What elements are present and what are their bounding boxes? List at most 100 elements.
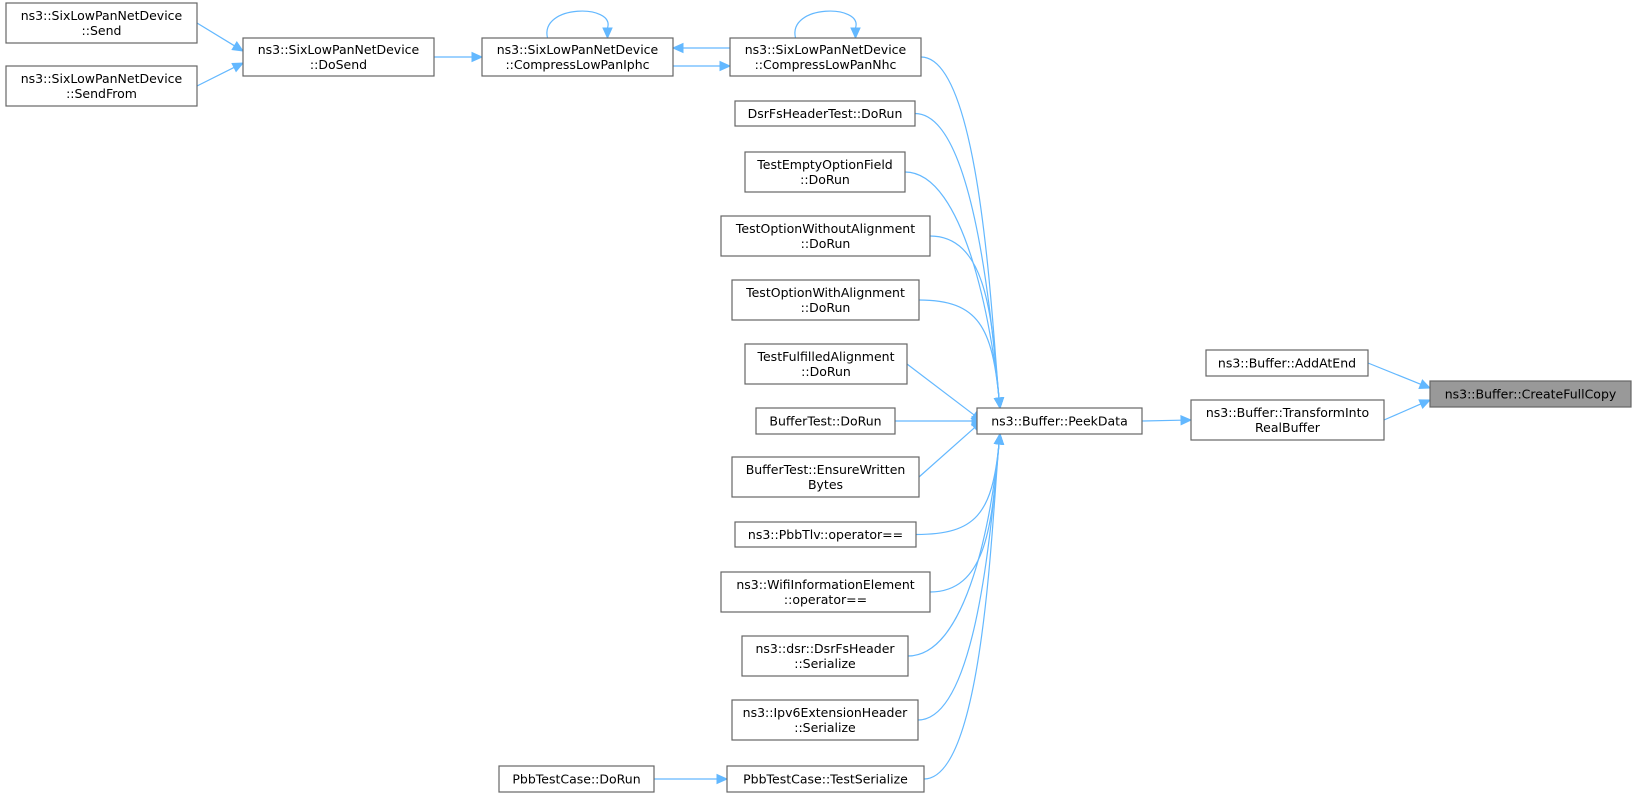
node-label-line: ns3::Buffer::CreateFullCopy xyxy=(1445,387,1617,402)
node-box xyxy=(5,2,198,44)
edge-nhc-to-iphc xyxy=(671,42,730,54)
node-iphc[interactable]: ns3::SixLowPanNetDevice::CompressLowPanI… xyxy=(481,37,674,77)
node-pbbser[interactable]: PbbTestCase::TestSerialize xyxy=(726,765,925,793)
node-label-line: ::Send xyxy=(82,23,122,38)
node-label-line: ns3::SixLowPanNetDevice xyxy=(21,71,183,86)
node-box xyxy=(734,100,916,127)
node-box xyxy=(5,65,198,107)
arrowhead xyxy=(471,51,484,63)
arrowhead xyxy=(850,27,861,40)
node-box xyxy=(741,635,909,677)
node-label-line: ::DoSend xyxy=(310,57,367,72)
node-createfullcopy[interactable]: ns3::Buffer::CreateFullCopy xyxy=(1429,380,1632,408)
node-label-line: ns3::SixLowPanNetDevice xyxy=(21,8,183,23)
node-label-line: ::Serialize xyxy=(794,720,856,735)
node-label-line: ns3::Buffer::TransformInto xyxy=(1206,405,1369,420)
arrowhead xyxy=(1418,379,1432,389)
node-pbbdorun[interactable]: PbbTestCase::DoRun xyxy=(498,765,655,793)
node-box xyxy=(498,765,655,793)
node-label-line: ::CompressLowPanNhc xyxy=(755,57,897,72)
node-label-line: ::SendFrom xyxy=(66,86,137,101)
node-addatend[interactable]: ns3::Buffer::AddAtEnd xyxy=(1205,349,1369,377)
node-label-line: BufferTest::EnsureWritten xyxy=(746,462,906,477)
node-box xyxy=(726,765,925,793)
edge-pbbser-to-peek xyxy=(923,432,1005,780)
node-label-line: ns3::Buffer::AddAtEnd xyxy=(1218,356,1356,371)
node-optwithout[interactable]: TestOptionWithoutAlignment::DoRun xyxy=(720,215,931,257)
edge-transform-to-createfullcopy xyxy=(1383,399,1432,421)
node-sendfrom[interactable]: ns3::SixLowPanNetDevice::SendFrom xyxy=(5,65,198,107)
node-dosend[interactable]: ns3::SixLowPanNetDevice::DoSend xyxy=(242,37,435,77)
node-box xyxy=(976,407,1143,435)
node-box xyxy=(729,37,922,77)
node-box xyxy=(744,343,908,385)
node-label-line: TestOptionWithAlignment xyxy=(745,285,905,300)
arrowhead xyxy=(719,60,732,72)
node-label-line: TestOptionWithoutAlignment xyxy=(735,221,915,236)
edge-iphc-to-iphc xyxy=(546,10,613,40)
node-nhc[interactable]: ns3::SixLowPanNetDevice::CompressLowPanN… xyxy=(729,37,922,77)
node-label-line: DsrFsHeaderTest::DoRun xyxy=(748,106,903,121)
node-send[interactable]: ns3::SixLowPanNetDevice::Send xyxy=(5,2,198,44)
node-box xyxy=(481,37,674,77)
node-ipv6ser[interactable]: ns3::Ipv6ExtensionHeader::Serialize xyxy=(731,699,919,741)
node-wifiie[interactable]: ns3::WifiInformationElement::operator== xyxy=(720,571,931,613)
node-box xyxy=(720,571,931,613)
edge-fulfilled-to-peek xyxy=(906,363,983,422)
arrowhead xyxy=(993,432,1005,445)
node-label-line: ::Serialize xyxy=(794,656,856,671)
arrowhead xyxy=(1418,399,1432,410)
node-buffertest[interactable]: BufferTest::DoRun xyxy=(755,407,896,435)
edge-dosend-to-iphc xyxy=(434,51,484,63)
node-label-line: ::DoRun xyxy=(801,236,851,251)
node-box xyxy=(744,151,906,193)
arrowhead xyxy=(1180,414,1193,426)
node-label-line: TestEmptyOptionField xyxy=(756,157,893,172)
node-label-line: ::DoRun xyxy=(800,172,850,187)
node-label-line: ns3::dsr::DsrFsHeader xyxy=(755,641,895,656)
node-emptyopt[interactable]: TestEmptyOptionField::DoRun xyxy=(744,151,906,193)
node-label-line: BufferTest::DoRun xyxy=(769,414,881,429)
edge-ipv6ser-to-peek xyxy=(917,432,1005,721)
edge-iphc-to-nhc xyxy=(673,60,732,72)
edge-dsrtest-to-peek xyxy=(914,112,1005,410)
arrowhead xyxy=(602,27,613,40)
arrowhead xyxy=(231,62,245,73)
arrowhead xyxy=(671,42,684,54)
edge-emptyopt-to-peek xyxy=(904,171,1005,410)
node-box xyxy=(734,521,917,548)
edge-addatend-to-createfullcopy xyxy=(1367,362,1432,389)
edge-pbbdorun-to-pbbser xyxy=(654,773,729,785)
node-peek[interactable]: ns3::Buffer::PeekData xyxy=(976,407,1143,435)
edge-sendfrom-to-dosend xyxy=(196,62,245,87)
node-box xyxy=(1190,399,1385,441)
node-label-line: PbbTestCase::TestSerialize xyxy=(743,772,908,787)
node-pbbtlv[interactable]: ns3::PbbTlv::operator== xyxy=(734,521,917,548)
node-label-line: ns3::Buffer::PeekData xyxy=(991,414,1128,429)
node-box xyxy=(720,215,931,257)
node-label-line: PbbTestCase::DoRun xyxy=(512,772,640,787)
node-optwith[interactable]: TestOptionWithAlignment::DoRun xyxy=(731,279,920,321)
node-box xyxy=(731,699,919,741)
arrowhead xyxy=(993,397,1005,410)
node-box xyxy=(1205,349,1369,377)
edge-buffertest-to-peek xyxy=(895,415,984,427)
edge-peek-to-transform xyxy=(1141,414,1193,426)
node-fulfilled[interactable]: TestFulfilledAlignment::DoRun xyxy=(744,343,908,385)
node-box xyxy=(1429,380,1632,408)
node-dsrtest[interactable]: DsrFsHeaderTest::DoRun xyxy=(734,100,916,127)
node-label-line: ::CompressLowPanIphc xyxy=(505,57,649,72)
nodes-layer: ns3::SixLowPanNetDevice::Sendns3::SixLow… xyxy=(5,2,1632,793)
node-label-line: TestFulfilledAlignment xyxy=(756,349,894,364)
node-label-line: ::operator== xyxy=(784,592,867,607)
node-box xyxy=(242,37,435,77)
edge-ensure-to-peek xyxy=(918,420,983,478)
node-label-line: ns3::SixLowPanNetDevice xyxy=(745,42,907,57)
node-label-line: ::DoRun xyxy=(801,364,851,379)
node-label-line: ns3::SixLowPanNetDevice xyxy=(258,42,420,57)
edge-dsrser-to-peek xyxy=(907,432,1005,657)
node-dsrser[interactable]: ns3::dsr::DsrFsHeader::Serialize xyxy=(741,635,909,677)
